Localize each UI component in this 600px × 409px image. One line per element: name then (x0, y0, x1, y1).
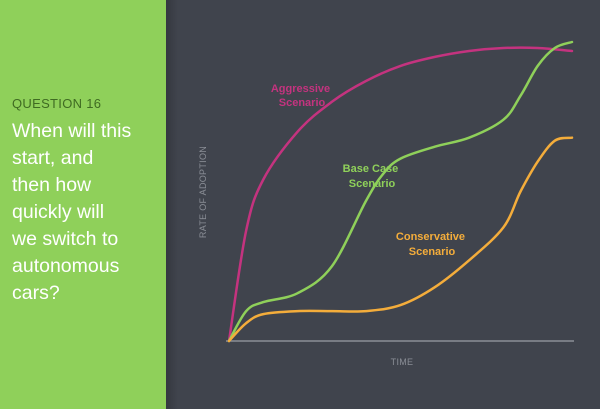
question-text: When will this start, and then how quick… (12, 118, 162, 307)
question-line: cars? (12, 282, 60, 304)
series-label-line: Scenario (279, 97, 326, 109)
question-line: When will this (12, 120, 132, 142)
question-line: we switch to (12, 228, 119, 250)
question-line: quickly will (12, 201, 105, 223)
y-axis-label: RATE OF ADOPTION (198, 146, 208, 238)
series-label-base-case: Base Case Scenario (343, 163, 402, 190)
series-label-conservative: Conservative Scenario (396, 231, 468, 258)
series-line-base-case (227, 40, 574, 343)
series-label-line: Aggressive (271, 83, 330, 95)
question-number: QUESTION 16 (12, 96, 102, 111)
panel-shadow (166, 0, 178, 409)
question-line: then how (12, 174, 92, 196)
question-line: autonomous (12, 255, 120, 277)
series-line-conservative (227, 136, 574, 343)
series-label-line: Base Case (343, 163, 399, 175)
series-label-line: Scenario (409, 246, 456, 258)
series-line-aggressive (227, 46, 574, 343)
series-label-line: Conservative (396, 231, 465, 243)
series-label-line: Scenario (349, 178, 396, 190)
question-line: start, and (12, 147, 94, 169)
x-axis-label: TIME (391, 357, 414, 367)
series-label-aggressive: Aggressive Scenario (271, 83, 333, 109)
question-panel: QUESTION 16 When will this start, and th… (0, 0, 166, 409)
